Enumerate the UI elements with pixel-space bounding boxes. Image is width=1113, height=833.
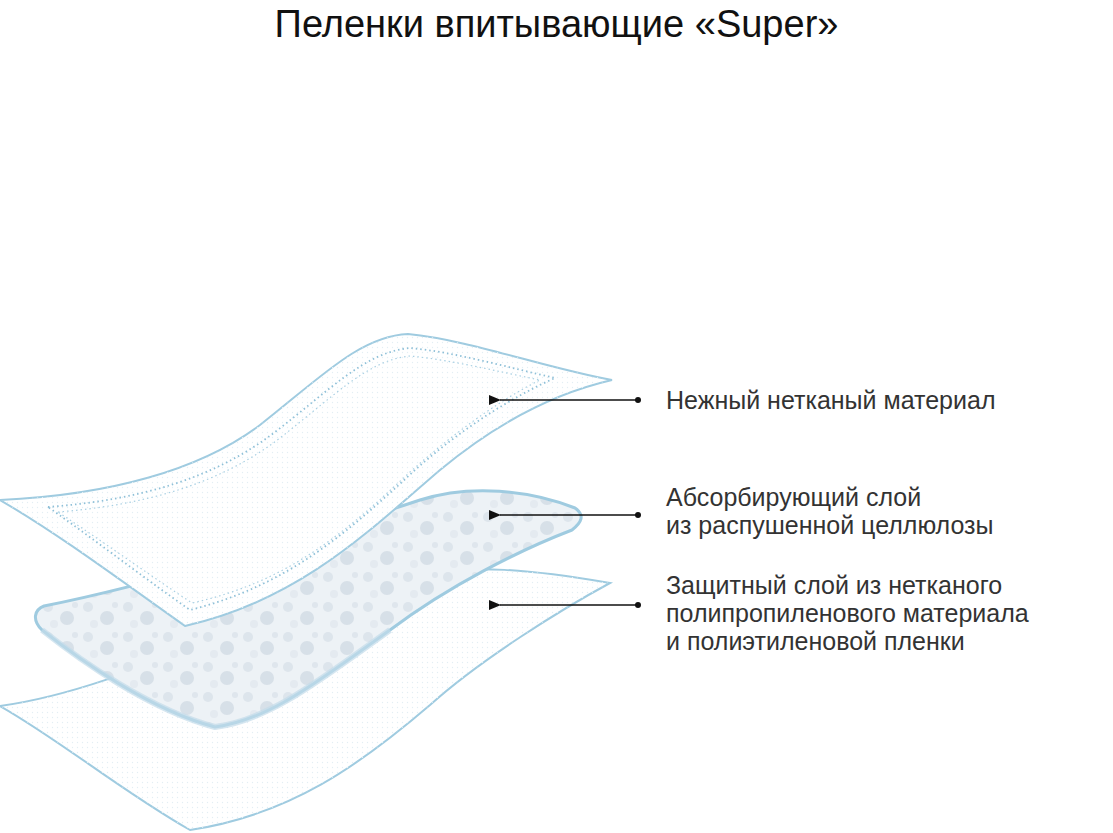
- layer-label: Защитный слой из нетканого полипропилено…: [666, 571, 1029, 655]
- leader-line: [500, 514, 638, 516]
- leader-dot: [635, 397, 641, 403]
- leader-lines: [500, 397, 641, 608]
- leader-dot: [635, 512, 641, 518]
- leader-line: [500, 399, 638, 401]
- leader-line: [500, 604, 638, 606]
- top-sheet: [0, 334, 612, 626]
- layer-label: Нежный нетканый материал: [666, 386, 995, 414]
- leader-dot: [635, 602, 641, 608]
- diagram-title: Пеленки впитывающие «Super»: [0, 2, 1113, 46]
- layer-label: Абсорбирующий слой из распушенной целлюл…: [666, 483, 994, 539]
